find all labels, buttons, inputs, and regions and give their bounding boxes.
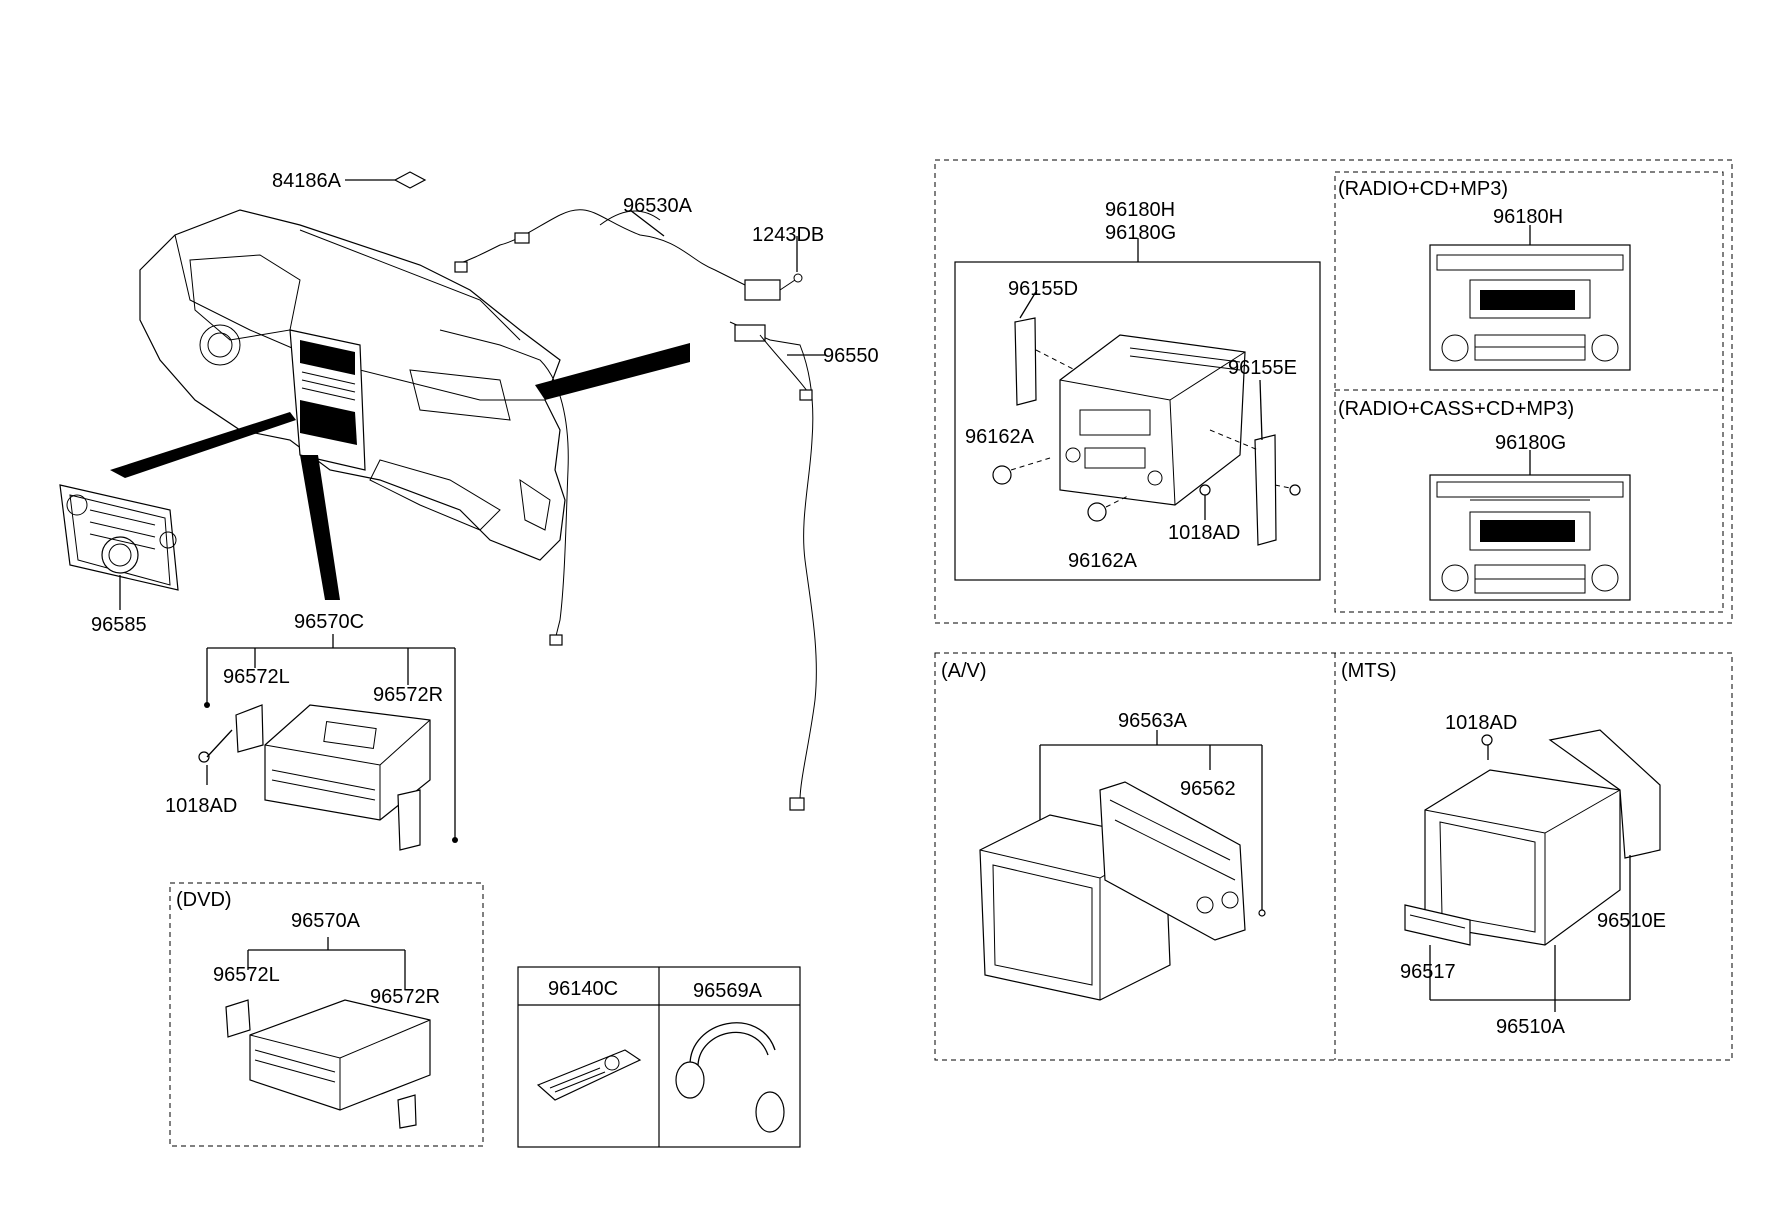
label-96569A: 96569A — [693, 980, 763, 1002]
antenna-cable — [439, 209, 826, 811]
label-1243DB: 1243DB — [752, 224, 824, 246]
label-96572L-dvd: 96572L — [213, 964, 280, 986]
label-96162A-b: 96162A — [1068, 550, 1138, 572]
label-96563A: 96563A — [1118, 710, 1188, 732]
section-title-radio-cd-mp3: (RADIO+CD+MP3) — [1338, 178, 1508, 200]
label-1018AD-mts: 1018AD — [1445, 712, 1517, 734]
label-1018AD-audio: 1018AD — [1168, 522, 1240, 544]
section-titles: (DVD) (RADIO+CD+MP3) (RADIO+CASS+CD+MP3)… — [176, 178, 1574, 911]
label-96572R-top: 96572R — [373, 684, 443, 706]
label-96180H-side: 96180H — [1493, 206, 1563, 228]
label-96572R-dvd: 96572R — [370, 986, 440, 1008]
section-title-av: (A/V) — [941, 660, 987, 682]
part-96585 — [59, 484, 179, 610]
section-title-radio-cass-cd-mp3: (RADIO+CASS+CD+MP3) — [1338, 398, 1574, 420]
label-96570A: 96570A — [291, 910, 361, 932]
section-title-dvd: (DVD) — [176, 889, 232, 911]
label-96180G-side: 96180G — [1495, 432, 1566, 454]
label-96155D: 96155D — [1008, 278, 1078, 300]
accessories-box — [517, 966, 801, 1148]
section-av-mts — [934, 652, 1733, 1061]
label-96180G-main: 96180G — [1105, 222, 1176, 244]
label-96517: 96517 — [1400, 961, 1456, 983]
part-84186A — [345, 171, 427, 189]
label-96180H-main: 96180H — [1105, 199, 1175, 221]
part-96570C — [198, 634, 458, 851]
part-labels: 84186A 96530A 1243DB 96550 96585 96570C … — [91, 170, 1666, 1038]
section-radio-variants — [1334, 171, 1724, 613]
label-96585: 96585 — [91, 614, 147, 636]
label-96155E: 96155E — [1228, 357, 1297, 379]
label-96570C: 96570C — [294, 611, 364, 633]
label-96140C: 96140C — [548, 978, 618, 1000]
label-96510E: 96510E — [1597, 910, 1666, 932]
section-dvd — [169, 882, 484, 1147]
label-1018AD-left: 1018AD — [165, 795, 237, 817]
section-audio — [934, 159, 1733, 624]
label-96572L-top: 96572L — [223, 666, 290, 688]
label-96510A: 96510A — [1496, 1016, 1566, 1038]
label-96562: 96562 — [1180, 778, 1236, 800]
section-title-mts: (MTS) — [1341, 660, 1397, 682]
label-96530A: 96530A — [623, 195, 693, 217]
label-96162A-a: 96162A — [965, 426, 1035, 448]
dashboard-illustration — [110, 209, 690, 600]
label-84186A: 84186A — [272, 170, 342, 192]
label-96550: 96550 — [823, 345, 879, 367]
